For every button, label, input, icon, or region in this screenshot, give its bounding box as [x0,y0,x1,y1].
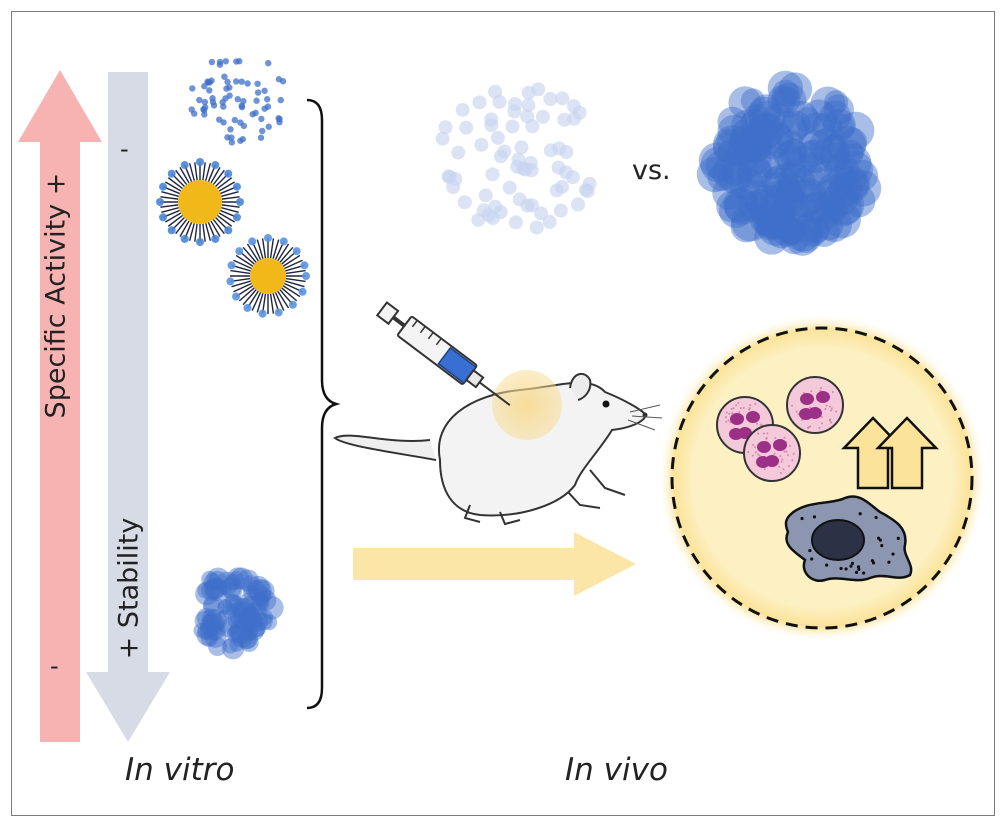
flow-arrow [353,532,636,596]
up-arrows-icon [841,416,939,490]
stability-minus-sign: - [120,135,129,163]
activity-minus-sign: - [50,652,59,680]
macrophage-icon [784,495,913,583]
liposome-icon [226,234,310,318]
aggregate-particle-icon [193,567,284,660]
mouse-icon [333,370,663,526]
grouping-brace [306,98,341,710]
specific-activity-arrow [18,70,102,742]
in-vivo-caption: In vivo [565,752,668,788]
injection-site [492,370,562,440]
stability-label: + Stability [113,517,145,660]
syringe-icon [375,301,511,406]
neutrophil-icon [716,376,844,482]
specific-activity-label: Specific Activity + [40,172,72,419]
versus-label: vs. [632,155,671,186]
inflammation-zone [657,313,987,643]
faded-particle-cloud-icon [435,82,597,235]
large-aggregate-icon [696,70,882,256]
dispersed-particles-icon [188,58,287,146]
micelle-icon [156,158,244,246]
in-vitro-caption: In vitro [125,752,235,788]
stability-arrow [86,72,170,742]
